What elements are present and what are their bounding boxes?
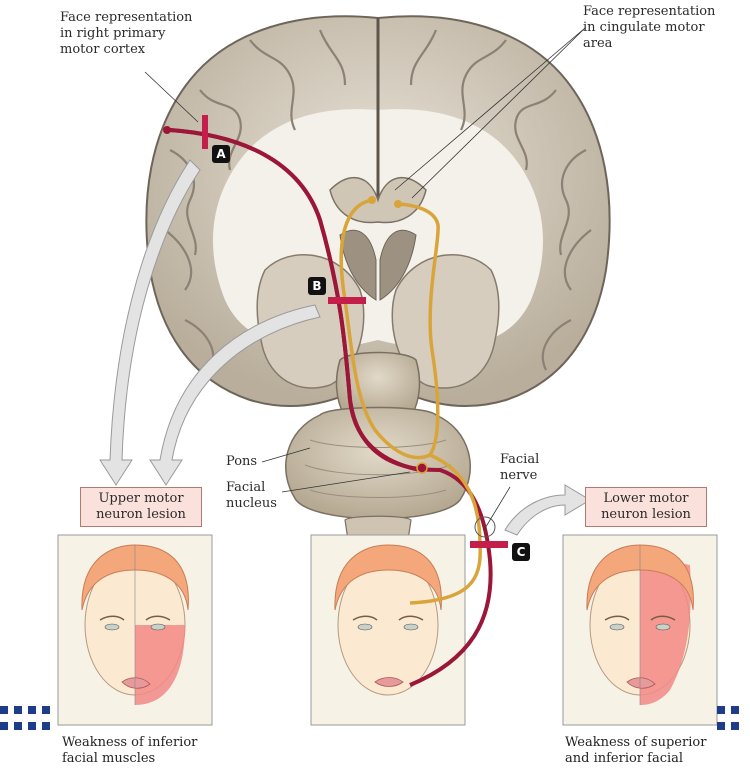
cerebrum <box>145 15 611 408</box>
marker-b: B <box>308 277 326 295</box>
lesion-bar-b <box>328 297 366 304</box>
face-normal <box>334 544 442 696</box>
face-lower-lesion <box>586 544 694 705</box>
label-face-cingulate: Face representation in cingulate motor a… <box>583 4 716 51</box>
leader-lines <box>144 27 586 531</box>
label-face-primary-motor: Face representation in right primary mot… <box>60 10 193 57</box>
facial-nerve-exit <box>474 516 496 538</box>
lower-motor-neuron-lesion-box: Lower motor neuron lesion <box>585 487 707 527</box>
face-upper-lesion <box>81 544 189 705</box>
cingulate-motor-pathway <box>339 198 440 460</box>
lesion-bar-c <box>470 541 508 548</box>
caption-upper-lesion: Weakness of inferior facial muscles <box>62 735 198 766</box>
lesion-bar-a <box>202 115 208 149</box>
label-facial-nucleus: Facial nucleus <box>226 480 277 511</box>
caption-lower-lesion: Weakness of superior and inferior facial <box>565 735 707 766</box>
page-ornaments <box>0 706 739 730</box>
lesion-sites <box>202 115 508 548</box>
label-facial-nerve: Facial nerve <box>500 452 540 483</box>
label-pons: Pons <box>226 454 258 469</box>
upper-motor-neuron-lesion-box: Upper motor neuron lesion <box>80 487 202 527</box>
marker-a: A <box>212 145 230 163</box>
outcome-arrows <box>99 159 591 536</box>
marker-c: C <box>512 543 530 561</box>
